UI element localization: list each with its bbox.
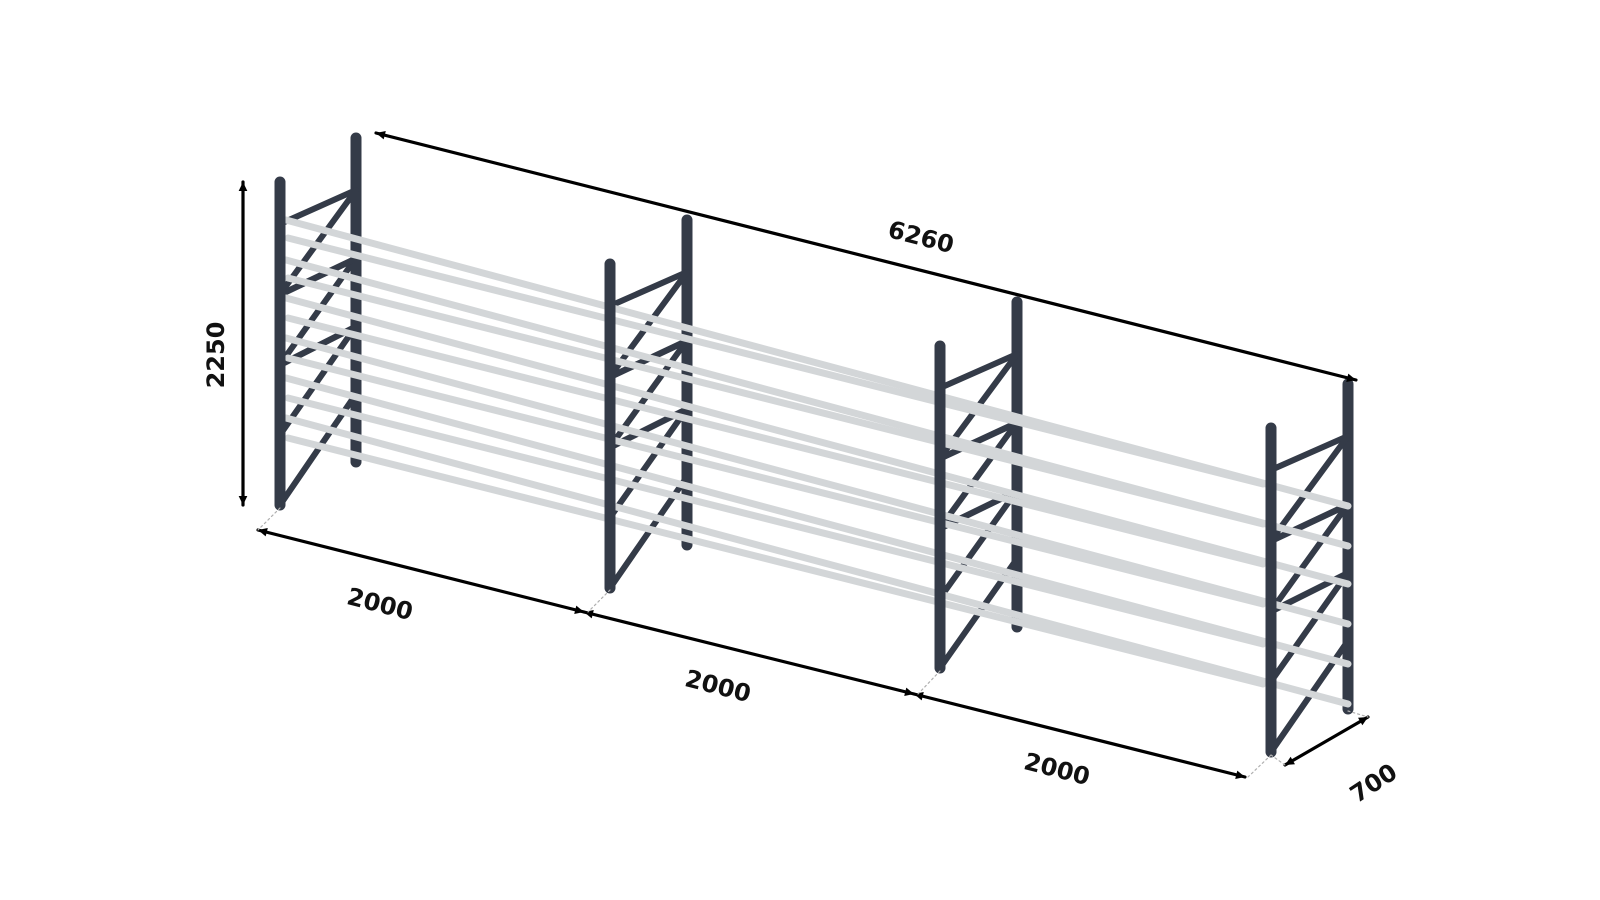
frame-2-brace-top [607,269,690,309]
bay-1-dimension-label: 2000 [344,582,416,626]
total-length-dimension-arrow-start [376,130,386,140]
height-dimension-arrow-start [238,182,248,192]
beam-front-lower-level-2 [284,354,1267,608]
bay-3-dimension-label: 2000 [1021,747,1093,791]
bay-3-dimension-line [912,692,1247,779]
height-dimension-label: 2250 [202,322,230,389]
frame-3-brace-diagonal-3 [937,487,1020,601]
beam-front-upper-level-3 [284,394,1267,648]
beams-layer [282,216,1352,708]
frame-2-brace-diagonal-3 [607,405,690,521]
frame-4-brace-diagonal-2 [1268,501,1351,614]
beam-back-level-3-1 [282,374,1352,668]
total-length-dimension-line [374,131,1358,382]
extension-line-depth-front [1270,754,1286,766]
depth-dimension-arrow-end [1358,717,1368,726]
frame-4-brace-diagonal-3 [1268,569,1351,685]
frame-3-brace-top [937,351,1020,391]
dimension-lines [238,130,1370,780]
height-dimension-arrow-end [238,495,248,505]
extension-line-4 [1247,754,1272,778]
frame-3-brace-horizontal-1 [940,419,1017,462]
beam-back-level-3-2 [282,414,1352,708]
bay-2-dimension-arrow-end [904,687,914,697]
extension-line-3 [917,670,941,695]
depth-dimension-arrow-start [1285,756,1295,765]
bay-3-dimension-arrow-start [914,691,924,701]
beam-front-lower-level-3 [284,434,1267,688]
bay-2-dimension-line [582,610,916,696]
frame-4-brace-diagonal-1 [1268,433,1351,544]
bay-2-dimension-label: 2000 [682,664,754,708]
beam-front-lower-level-1 [284,274,1267,528]
beam-back-level-2-2 [282,334,1352,628]
frame-1-brace-horizontal-1 [280,255,356,299]
bay-1-dimension-arrow-start [258,527,268,537]
depth-dimension-label: 700 [1345,758,1402,809]
total-length-dimension-label: 6260 [885,215,957,259]
extension-line-2 [587,589,611,613]
beam-back-level-2-1 [282,294,1352,588]
frame-4-brace-top [1268,433,1351,473]
bay-2-dimension-arrow-start [584,609,594,619]
extension-line-depth-back [1347,710,1369,718]
bay-3-dimension-arrow-end [1235,770,1245,780]
frame-3-brace-diagonal-2 [937,419,1020,531]
total-length-dimension-arrow-end [1346,373,1356,383]
bay-1-dimension-arrow-end [574,605,584,615]
extension-line-1 [257,507,281,531]
frames-front-layer [274,176,1277,758]
beam-front-upper-level-1 [284,234,1267,488]
bay-1-dimension-line [256,528,586,614]
depth-dimension-line [1283,715,1370,767]
beam-front-upper-level-2 [284,314,1267,568]
